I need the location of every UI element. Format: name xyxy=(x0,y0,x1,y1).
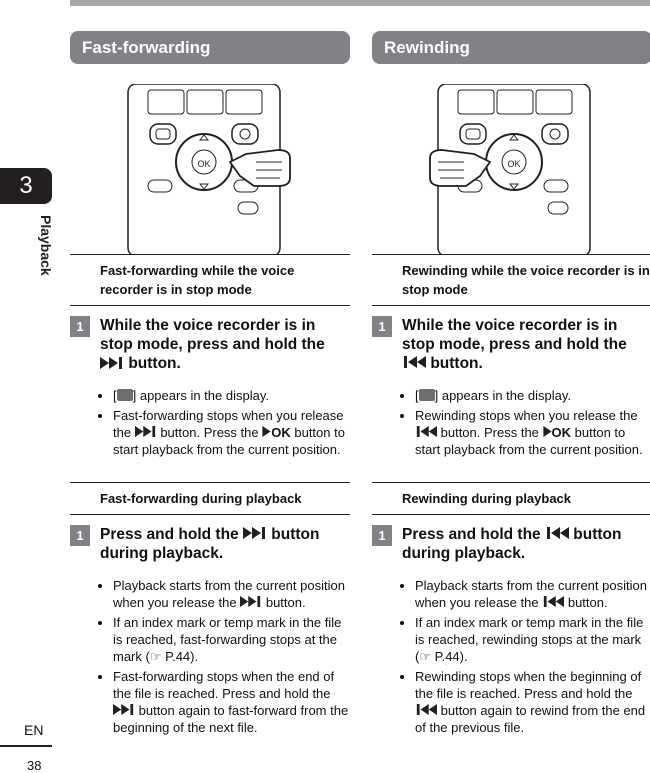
section-header: Rewinding xyxy=(372,31,650,64)
list-item: Playback starts from the current positio… xyxy=(415,577,650,611)
chapter-tab: 3 xyxy=(0,168,52,204)
fast-forward-icon xyxy=(240,596,261,607)
step-1: 1 While the voice recorder is in stop mo… xyxy=(70,316,350,373)
bullet-list: [] appears in the display. Rewinding sto… xyxy=(402,387,650,458)
step-1: 1 Press and hold the button during playb… xyxy=(70,525,350,563)
fast-forward-icon xyxy=(242,527,265,539)
list-item: [] appears in the display. xyxy=(415,387,650,404)
step-number: 1 xyxy=(70,525,90,546)
list-item: Rewinding stops when you release the but… xyxy=(415,407,650,458)
rewind-icon xyxy=(544,596,565,607)
step-text: While the voice recorder is in stop mode… xyxy=(100,317,325,372)
list-item: Fast-forwarding stops when you release t… xyxy=(113,407,350,458)
list-item: If an index mark or temp mark in the fil… xyxy=(113,614,350,665)
play-icon xyxy=(542,426,552,437)
step-number: 1 xyxy=(372,316,392,337)
rewind-icon xyxy=(404,356,426,368)
step-text: While the voice recorder is in stop mode… xyxy=(402,317,627,372)
step-1: 1 Press and hold the button during playb… xyxy=(372,525,650,563)
play-icon xyxy=(262,426,271,437)
list-item: Fast-forwarding stops when the end of th… xyxy=(113,668,350,736)
list-item: If an index mark or temp mark in the fil… xyxy=(415,614,650,665)
sub-heading-stop-mode: Fast-forwarding while the voice recorder… xyxy=(70,254,350,306)
svg-text:OK: OK xyxy=(507,159,520,169)
chapter-number: 3 xyxy=(19,172,33,199)
sub-heading-during-playback: Rewinding during playback xyxy=(372,482,650,515)
rewind-icon xyxy=(416,426,437,437)
step-text: Press and hold the button during playbac… xyxy=(402,526,622,562)
language-label: EN xyxy=(24,722,44,738)
svg-text:OK: OK xyxy=(197,159,210,169)
sub-heading-stop-mode: Rewinding while the voice recorder is in… xyxy=(372,254,650,306)
sub-heading-during-playback: Fast-forwarding during playback xyxy=(70,482,350,515)
list-item: Rewinding stops when the beginning of th… xyxy=(415,668,650,736)
step-number: 1 xyxy=(70,316,90,337)
bullet-list: Playback starts from the current positio… xyxy=(100,577,350,736)
fast-forward-icon xyxy=(134,426,155,437)
ffwd-display-icon xyxy=(116,389,133,401)
top-rule xyxy=(70,0,650,6)
recorder-illustration-ffwd: OK xyxy=(70,83,350,257)
step-number: 1 xyxy=(372,525,392,546)
fast-forward-icon xyxy=(113,704,134,715)
bullet-list: [] appears in the display. Fast-forwardi… xyxy=(100,387,350,458)
chapter-label: Playback xyxy=(38,215,54,276)
step-1: 1 While the voice recorder is in stop mo… xyxy=(372,316,650,373)
fast-forwarding-column: Fast-forwarding OK Fast-forwarding while… xyxy=(70,31,350,739)
list-item: Playback starts from the current positio… xyxy=(113,577,350,611)
step-text: Press and hold the button during playbac… xyxy=(100,526,320,562)
fast-forward-icon xyxy=(100,357,122,369)
rewind-icon xyxy=(546,527,569,539)
section-header: Fast-forwarding xyxy=(70,31,350,64)
rewind-icon xyxy=(416,704,437,715)
rewinding-column: Rewinding OK Rewinding while the voice r… xyxy=(372,31,650,739)
rew-display-icon xyxy=(418,389,435,401)
recorder-illustration-rew: OK xyxy=(372,83,650,257)
list-item: [] appears in the display. xyxy=(113,387,350,404)
bullet-list: Playback starts from the current positio… xyxy=(402,577,650,736)
language-rule xyxy=(0,745,52,747)
page-number: 38 xyxy=(27,758,42,773)
